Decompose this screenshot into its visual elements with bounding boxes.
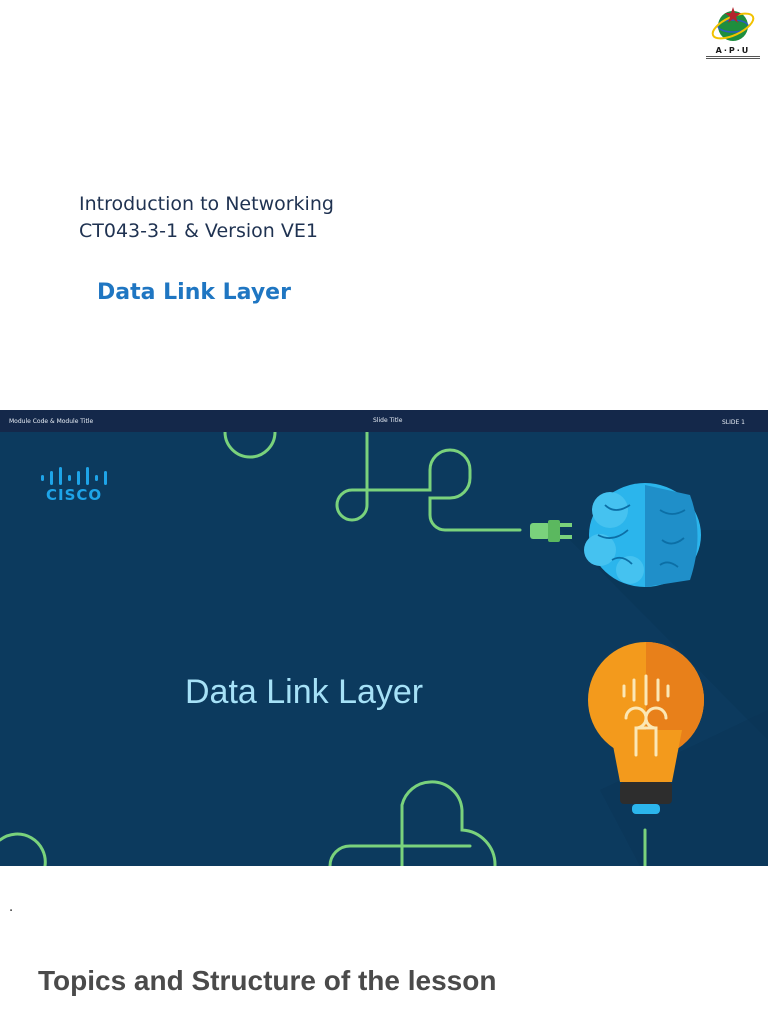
course-name: Introduction to Networking — [79, 193, 334, 215]
slide-header-bar: Module Code & Module Title Slide Title S… — [0, 410, 768, 432]
apu-logo: A·P·U — [704, 4, 762, 64]
cisco-logo-text: CISCO — [46, 486, 103, 504]
header-module-code: Module Code & Module Title — [9, 418, 94, 425]
apu-logo-subtitle — [706, 56, 760, 62]
light-bulb-icon — [588, 642, 704, 814]
header-slide-title: Slide Title — [373, 417, 403, 424]
section-heading: Topics and Structure of the lesson — [38, 965, 497, 996]
apu-logo-text: A·P·U — [715, 46, 751, 55]
brain-icon — [584, 483, 701, 587]
bullet-dot: . — [9, 900, 14, 915]
slide-title: Data Link Layer — [185, 673, 424, 711]
slide-illustration — [0, 430, 768, 866]
cisco-bars-icon — [41, 467, 107, 485]
cover-slide: Module Code & Module Title Slide Title S… — [0, 410, 768, 866]
lesson-title: Data Link Layer — [97, 280, 291, 305]
plug-icon — [530, 520, 572, 542]
course-title: Introduction to Networking CT043-3-1 & V… — [79, 191, 334, 245]
globe-icon — [711, 7, 755, 41]
course-code: CT043-3-1 & Version VE1 — [79, 220, 318, 242]
header-slide-number: SLIDE 1 — [721, 419, 745, 426]
